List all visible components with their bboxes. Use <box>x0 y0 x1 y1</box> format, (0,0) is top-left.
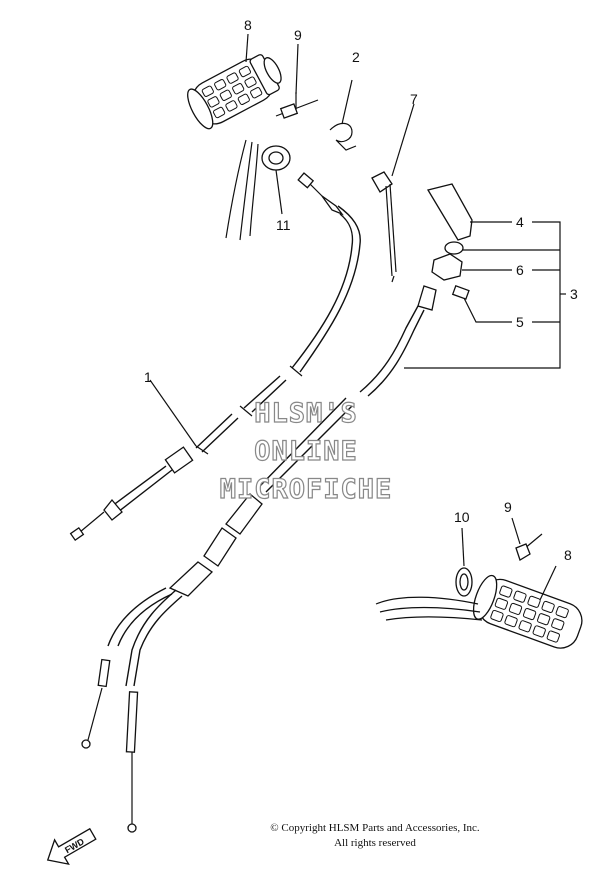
copyright-line-2: All rights reserved <box>334 837 416 849</box>
screw-icon <box>511 517 543 561</box>
callout-6: 6 <box>516 262 524 278</box>
callout-5: 5 <box>516 314 524 330</box>
cable-tie-icon <box>371 103 415 283</box>
collar-ring-icon <box>455 527 473 597</box>
right-handlebar-grip-icon <box>375 565 583 649</box>
washer-icon <box>444 241 560 255</box>
clip-icon <box>329 79 357 151</box>
callout-11: 11 <box>276 217 291 233</box>
watermark-line-2: ONLINE <box>254 435 358 467</box>
callout-7: 7 <box>410 91 418 107</box>
bolt-icon <box>451 285 512 323</box>
screw-icon <box>275 92 319 119</box>
cable-2-icon <box>81 285 437 833</box>
fwd-arrow-icon: FWD <box>46 827 97 866</box>
callout-3: 3 <box>570 286 578 302</box>
callout-4: 4 <box>516 214 524 230</box>
callout-1: 1 <box>144 369 152 385</box>
nut-icon <box>431 253 512 281</box>
copyright-line-1: © Copyright HLSM Parts and Accessories, … <box>270 822 480 834</box>
cable-holder-icon <box>426 183 512 241</box>
watermark-line-3: MICROFICHE <box>219 473 393 505</box>
left-handlebar-grip-icon <box>187 54 282 241</box>
callout-9-bottom: 9 <box>504 499 512 515</box>
callout-2: 2 <box>352 49 360 65</box>
callout-10: 10 <box>454 509 470 525</box>
callout-9-top: 9 <box>294 27 302 43</box>
collar-ring-icon <box>261 145 291 215</box>
callout-8-bottom: 8 <box>564 547 572 563</box>
callout-bracket-3 <box>404 221 566 369</box>
cable-1-icon <box>69 172 361 542</box>
callout-8-top: 8 <box>244 17 252 33</box>
watermark-line-1: HLSM'S <box>254 397 358 429</box>
